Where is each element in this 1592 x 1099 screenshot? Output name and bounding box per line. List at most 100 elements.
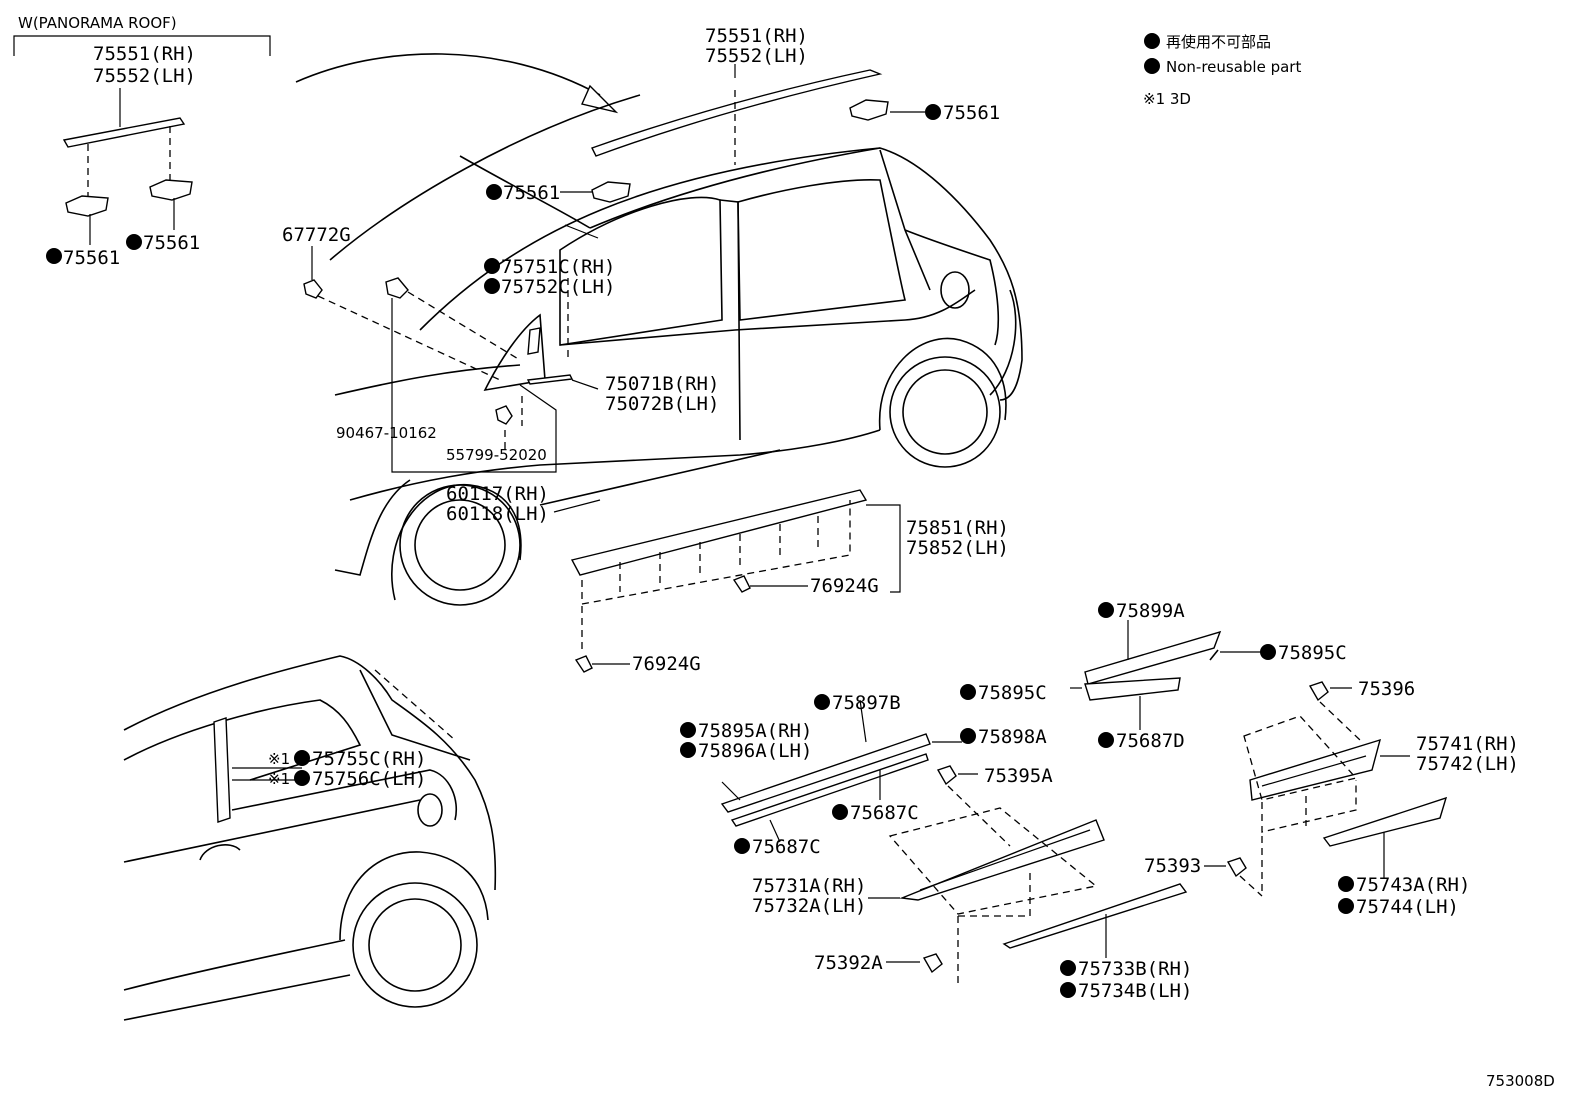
nonreusable-dot-icon bbox=[1060, 960, 1076, 976]
belt-molding-shape bbox=[526, 374, 574, 385]
nonreusable-dot-icon bbox=[680, 722, 696, 738]
nonreusable-dot-icon bbox=[1338, 898, 1354, 914]
nonreusable-dot-icon bbox=[925, 104, 941, 120]
nonreusable-dot-icon bbox=[484, 278, 500, 294]
part-label: 60118(LH) bbox=[446, 503, 549, 525]
car-body-main bbox=[295, 53, 1023, 673]
part-label: 75561 bbox=[143, 232, 200, 254]
part-label: 75687C bbox=[752, 836, 821, 858]
part-label: 75392A bbox=[814, 952, 883, 974]
nonreusable-dot-icon bbox=[46, 248, 62, 264]
part-label: 76924G bbox=[632, 653, 701, 675]
part-label: 75396 bbox=[1358, 678, 1415, 700]
nonreusable-dot-icon bbox=[486, 184, 502, 200]
pillar-garnish-shape bbox=[527, 327, 541, 355]
nonreusable-dot-icon bbox=[294, 750, 310, 766]
door-garnish-shape bbox=[899, 819, 1105, 901]
part-label: 75898A bbox=[978, 726, 1047, 748]
part-label: 75552(LH) bbox=[93, 65, 196, 87]
part-label: 75561 bbox=[943, 102, 1000, 124]
nonreusable-dot-icon bbox=[1060, 982, 1076, 998]
legend-nonreusable-jp: 再使用不可部品 bbox=[1166, 33, 1271, 51]
part-label: 75756C(LH) bbox=[312, 768, 426, 790]
part-label: 75895C bbox=[1278, 642, 1347, 664]
door-molding-shape bbox=[720, 733, 931, 813]
clip-shape bbox=[385, 277, 409, 299]
panorama-roof-inset: W(PANORAMA ROOF) 75551(RH) 75552(LH) 755… bbox=[13, 14, 271, 269]
main-labels: 75551(RH) 75552(LH) 75561 75561 67772G 7… bbox=[282, 25, 1009, 675]
part-label: 75071B(RH) bbox=[605, 373, 719, 395]
part-label: 75687D bbox=[1116, 730, 1185, 752]
part-label: 55799-52020 bbox=[446, 446, 547, 464]
panorama-title: W(PANORAMA ROOF) bbox=[18, 14, 177, 32]
note-mark: ※1 bbox=[268, 750, 290, 768]
door-molding-shape bbox=[1084, 677, 1181, 701]
part-label: 90467-10162 bbox=[336, 424, 437, 442]
roof-molding-shape bbox=[591, 69, 883, 157]
roof-clip-shape bbox=[65, 195, 109, 217]
part-label: 75551(RH) bbox=[705, 25, 808, 47]
rear-garnish-shape bbox=[1249, 738, 1382, 801]
legend: 再使用不可部品 Non-reusable part ※1 3D bbox=[1143, 33, 1301, 108]
clip-shape bbox=[1226, 857, 1247, 878]
rear-molding-shape bbox=[1322, 796, 1448, 847]
clip-shape bbox=[922, 953, 943, 974]
part-label: 75734B(LH) bbox=[1078, 980, 1192, 1002]
part-label: 75744(LH) bbox=[1356, 896, 1459, 918]
nonreusable-dot-icon bbox=[1338, 876, 1354, 892]
nonreusable-dot-icon bbox=[680, 742, 696, 758]
legend-note-3d: ※1 3D bbox=[1143, 90, 1191, 108]
legend-nonreusable-en: Non-reusable part bbox=[1166, 58, 1301, 76]
part-label: 75551(RH) bbox=[93, 43, 196, 65]
clip-shape bbox=[732, 575, 751, 593]
pillar-garnish-shape bbox=[213, 717, 231, 823]
clip-shape bbox=[574, 655, 593, 673]
part-label: 75731A(RH) bbox=[752, 875, 866, 897]
emblem-parts: 75899A 75895C 75895C 75687D 75396 75897B… bbox=[680, 600, 1519, 1002]
rear-side-view: ※1 ※1 75755C(RH) 75756C(LH) bbox=[123, 655, 497, 1021]
door-molding-shape bbox=[730, 753, 929, 827]
roof-clip-shape bbox=[849, 99, 889, 121]
diagram-code: 753008D bbox=[1486, 1072, 1555, 1090]
door-molding-shape bbox=[1084, 630, 1222, 685]
nonreusable-dot-icon bbox=[832, 804, 848, 820]
clip-shape bbox=[495, 405, 513, 425]
part-label: 75899A bbox=[1116, 600, 1185, 622]
part-label: 67772G bbox=[282, 224, 351, 246]
part-label: 76924G bbox=[810, 575, 879, 597]
roof-clip-shape bbox=[591, 181, 631, 203]
nonreusable-dot-icon bbox=[1260, 644, 1276, 660]
nonreusable-dot-icon bbox=[814, 694, 830, 710]
nonreusable-dot-icon bbox=[960, 728, 976, 744]
door-molding-shape bbox=[1002, 883, 1188, 949]
nonreusable-dot-icon bbox=[1144, 33, 1160, 49]
part-label: 75561 bbox=[503, 182, 560, 204]
part-label: 75732A(LH) bbox=[752, 895, 866, 917]
nonreusable-dot-icon bbox=[1098, 602, 1114, 618]
clip-shape bbox=[303, 279, 323, 299]
part-label: 75743A(RH) bbox=[1356, 874, 1470, 896]
nonreusable-dot-icon bbox=[960, 684, 976, 700]
part-label: 60117(RH) bbox=[446, 483, 549, 505]
part-label: 75393 bbox=[1144, 855, 1201, 877]
part-label: 75395A bbox=[984, 765, 1053, 787]
nonreusable-dot-icon bbox=[484, 258, 500, 274]
part-label: 75561 bbox=[63, 247, 120, 269]
part-label: 75742(LH) bbox=[1416, 753, 1519, 775]
note-mark: ※1 bbox=[268, 770, 290, 788]
part-label: 75895A(RH) bbox=[698, 720, 812, 742]
part-label: 75733B(RH) bbox=[1078, 958, 1192, 980]
nonreusable-dot-icon bbox=[294, 770, 310, 786]
nonreusable-dot-icon bbox=[126, 234, 142, 250]
part-label: 75072B(LH) bbox=[605, 393, 719, 415]
part-label: 75896A(LH) bbox=[698, 740, 812, 762]
part-label: 75897B bbox=[832, 692, 901, 714]
nonreusable-dot-icon bbox=[1098, 732, 1114, 748]
part-label: 75687C bbox=[850, 802, 919, 824]
roof-clip-shape bbox=[149, 179, 193, 201]
part-label: 75741(RH) bbox=[1416, 733, 1519, 755]
part-label: 75895C bbox=[978, 682, 1047, 704]
nonreusable-dot-icon bbox=[734, 838, 750, 854]
part-label: 75851(RH) bbox=[906, 517, 1009, 539]
part-label: 75852(LH) bbox=[906, 537, 1009, 559]
